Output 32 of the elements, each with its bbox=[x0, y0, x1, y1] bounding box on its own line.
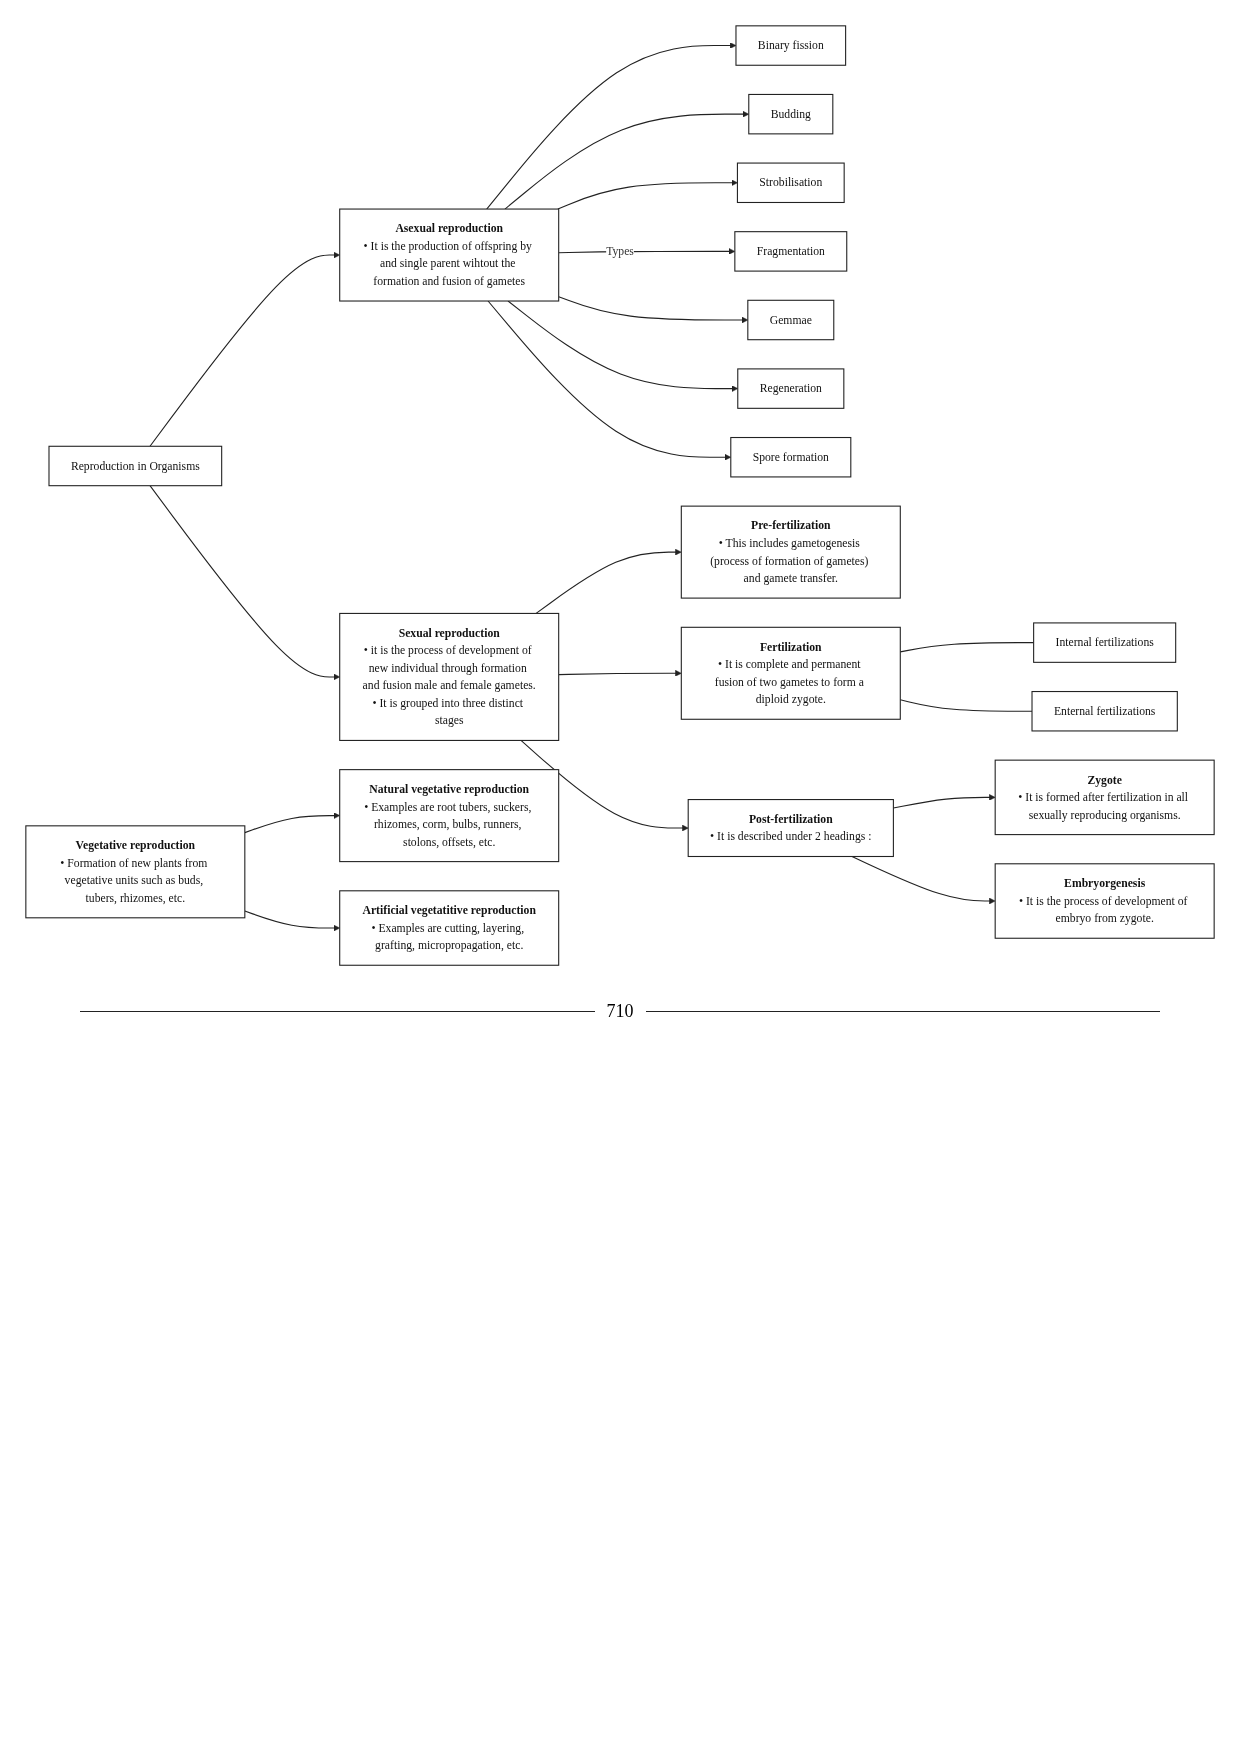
node-box: Sexual reproduction • it is the process of development of new individual through formation and fusion male and female gametes. • It is grouped into three distinct stages bbox=[339, 612, 560, 741]
node-box: Binary fission bbox=[735, 25, 847, 66]
node-box: Fragmentation bbox=[734, 231, 848, 272]
arrow bbox=[557, 179, 738, 210]
node-box: Budding bbox=[748, 93, 834, 135]
node-box: Gemmae bbox=[747, 299, 835, 341]
node-box: Internal fertilizations bbox=[1033, 622, 1177, 663]
node-box: Zygote • It is formed after fertilization in all sexually reproducing organisms. bbox=[994, 759, 1215, 836]
page-number: 710 bbox=[605, 1001, 635, 1023]
arrow bbox=[149, 485, 340, 681]
arrow bbox=[851, 855, 996, 905]
node-box: Regeneration bbox=[737, 368, 845, 409]
edge-label: Types bbox=[606, 244, 634, 258]
node-box: Asexual reproduction • It is the production of offspring by and single parent wihtout the formation and fusion of gametes bbox=[339, 208, 560, 302]
arrow bbox=[558, 670, 682, 677]
node-box: Spore formation bbox=[730, 436, 852, 478]
node-box: Vegetative reproduction • Formation of new plants from vegetative units such as buds, tubers, rhizomes, etc. bbox=[25, 825, 246, 919]
arrow bbox=[244, 910, 340, 932]
node-box: Pre-fertilization • This includes gametogenesis (process of formation of gametes) and gamete transfer. bbox=[680, 505, 901, 599]
arrow bbox=[520, 739, 689, 832]
node-box: Enternal fertilizations bbox=[1031, 691, 1178, 732]
arrow bbox=[486, 42, 737, 210]
node-box: Embryorgenesis • It is the process of development of embryo from zygote. bbox=[994, 863, 1215, 939]
arrow bbox=[149, 251, 340, 447]
arrow bbox=[244, 812, 340, 834]
arrow bbox=[535, 548, 682, 614]
node-box: Fertilization • It is complete and permanent fusion of two gametes to form a diploid zygote. bbox=[680, 626, 901, 720]
node-box: Artificial vegetatitive reproduction • Examples are cutting, layering, grafting, micropropagation, etc. bbox=[339, 890, 560, 966]
node-box: Natural vegetative reproduction • Examples are root tubers, suckers, rhizomes, corm, bulbs, runners, stolons, offsets, etc. bbox=[339, 769, 560, 863]
node-box: Post-fertilization • It is described under 2 headings : bbox=[687, 799, 894, 858]
node-box: Strobilisation bbox=[736, 162, 845, 204]
node-box: Reproduction in Organisms bbox=[48, 445, 223, 487]
